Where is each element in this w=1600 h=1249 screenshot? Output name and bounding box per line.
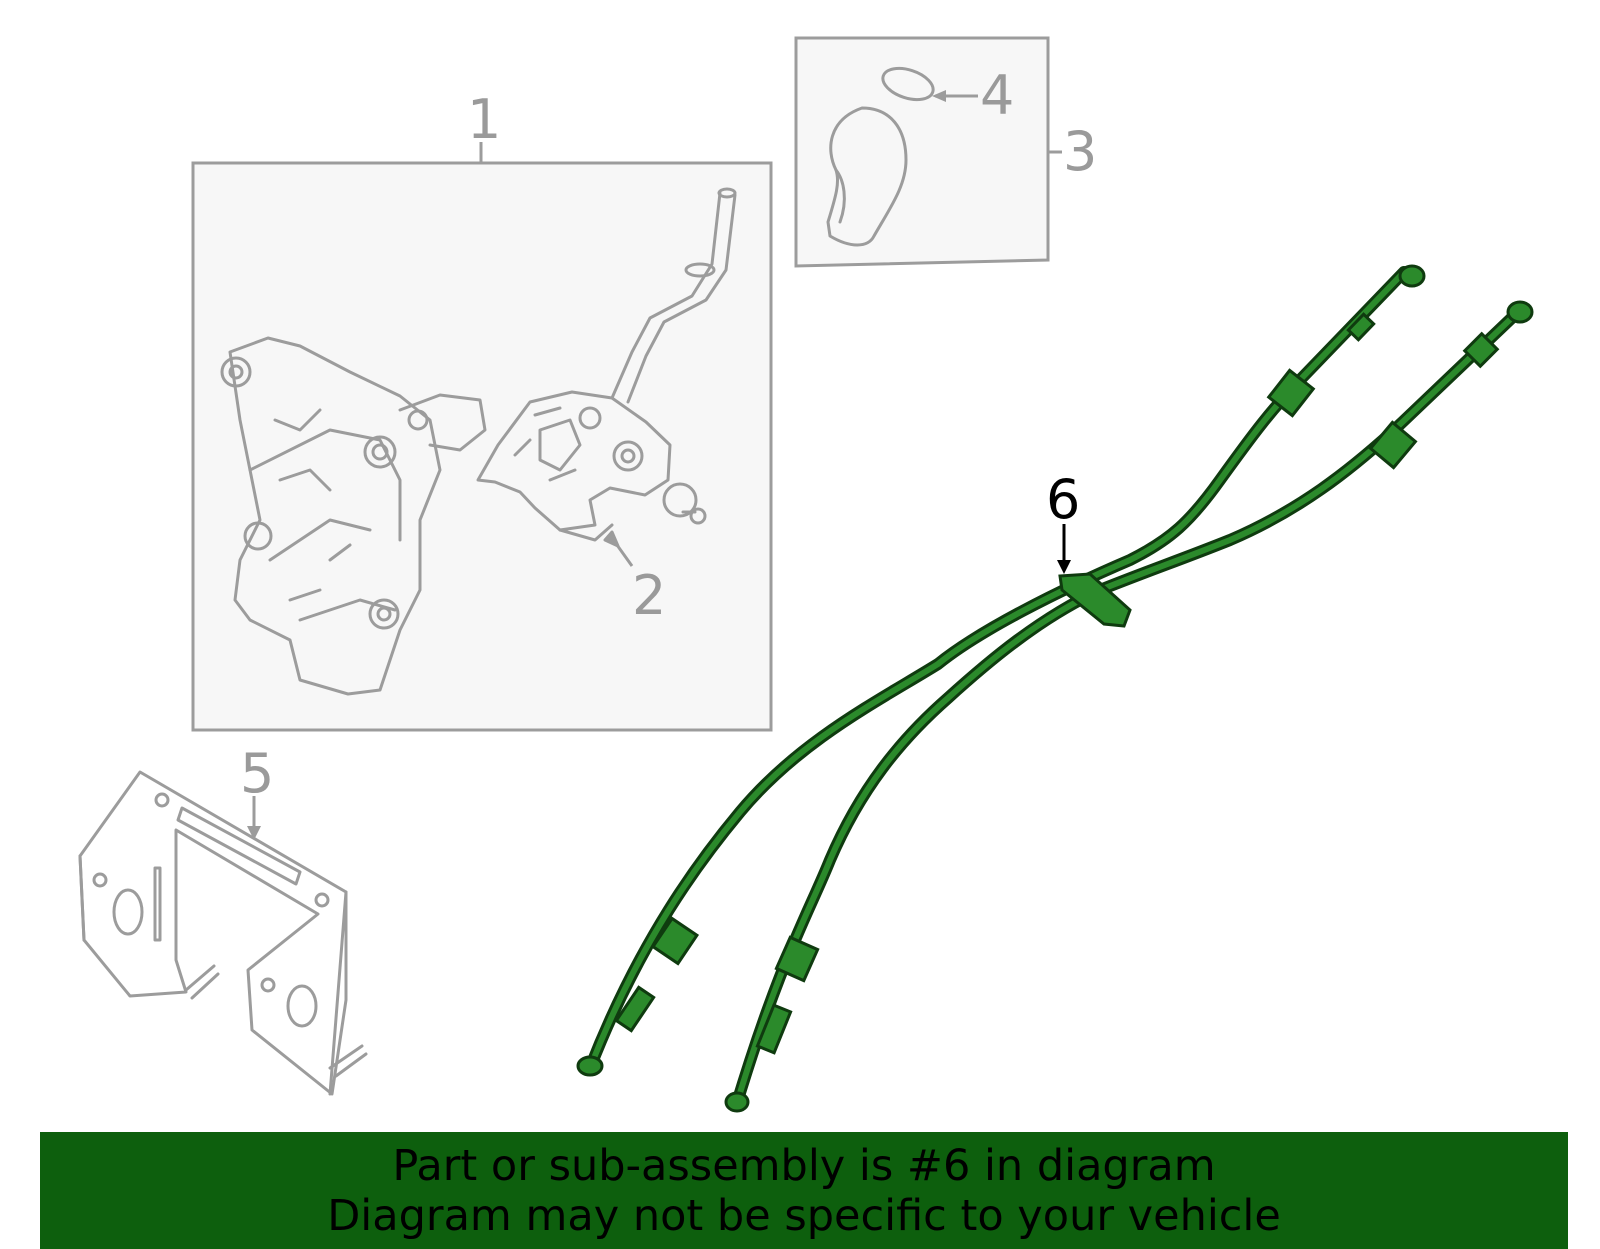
leader-5 <box>247 796 261 840</box>
callout-1: 1 <box>467 88 501 151</box>
part-5-bracket[interactable] <box>78 770 368 1096</box>
part-3-box <box>794 36 1050 268</box>
part-1-shifter-assembly[interactable] <box>191 161 773 732</box>
leader-6 <box>1057 524 1071 574</box>
callout-4: 4 <box>980 64 1014 127</box>
part-2-leader <box>603 530 634 567</box>
banner-line-1: Part or sub-assembly is #6 in diagram <box>392 1140 1216 1191</box>
part-4-ring[interactable] <box>879 63 978 106</box>
callout-5: 5 <box>240 742 274 805</box>
callout-3: 3 <box>1063 120 1097 183</box>
callout-2: 2 <box>632 564 666 627</box>
part-6-shift-cables[interactable] <box>576 264 1534 1113</box>
part-1-box <box>191 161 773 732</box>
callout-6: 6 <box>1046 468 1080 531</box>
part-3-shift-knob[interactable] <box>794 36 1050 268</box>
disclaimer-banner: Part or sub-assembly is #6 in diagram Di… <box>40 1132 1568 1249</box>
banner-line-2: Diagram may not be specific to your vehi… <box>327 1190 1281 1241</box>
